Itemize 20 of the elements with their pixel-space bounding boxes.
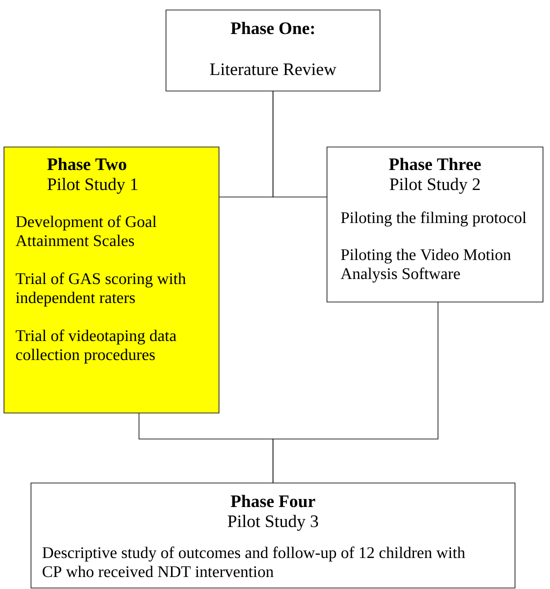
- phase-box: [326, 146, 544, 302]
- box-text: Piloting the filming protocol: [340, 212, 526, 227]
- box-heading: Phase Four: [230, 494, 316, 508]
- box-text: Trial of videotaping data collection procedures: [16, 330, 176, 364]
- box-subheading: Pilot Study 3: [228, 514, 318, 531]
- box-heading: Phase One:: [230, 22, 314, 34]
- box-text: Descriptive study of outcomes and follow-up of 12 children with CP who received NDT intervention: [42, 546, 466, 578]
- box-text: Trial of GAS scoring with independent raters: [16, 272, 186, 306]
- connector-line: [272, 302, 438, 484]
- box-heading: Phase Two: [47, 158, 126, 170]
- phase-box: [30, 482, 516, 588]
- phase-box: [4, 146, 220, 414]
- box-subheading: Pilot Study 2: [390, 178, 480, 194]
- box-text: Development of Goal Attainment Scales: [16, 216, 156, 246]
- box-subheading: Literature Review: [210, 63, 336, 76]
- box-text: Piloting the Video Motion Analysis Software: [340, 248, 511, 283]
- connector-line: [272, 90, 328, 198]
- phase-box: [166, 10, 380, 92]
- box-heading: Phase Three: [389, 158, 481, 170]
- box-subheading: Pilot Study 1: [48, 178, 138, 194]
